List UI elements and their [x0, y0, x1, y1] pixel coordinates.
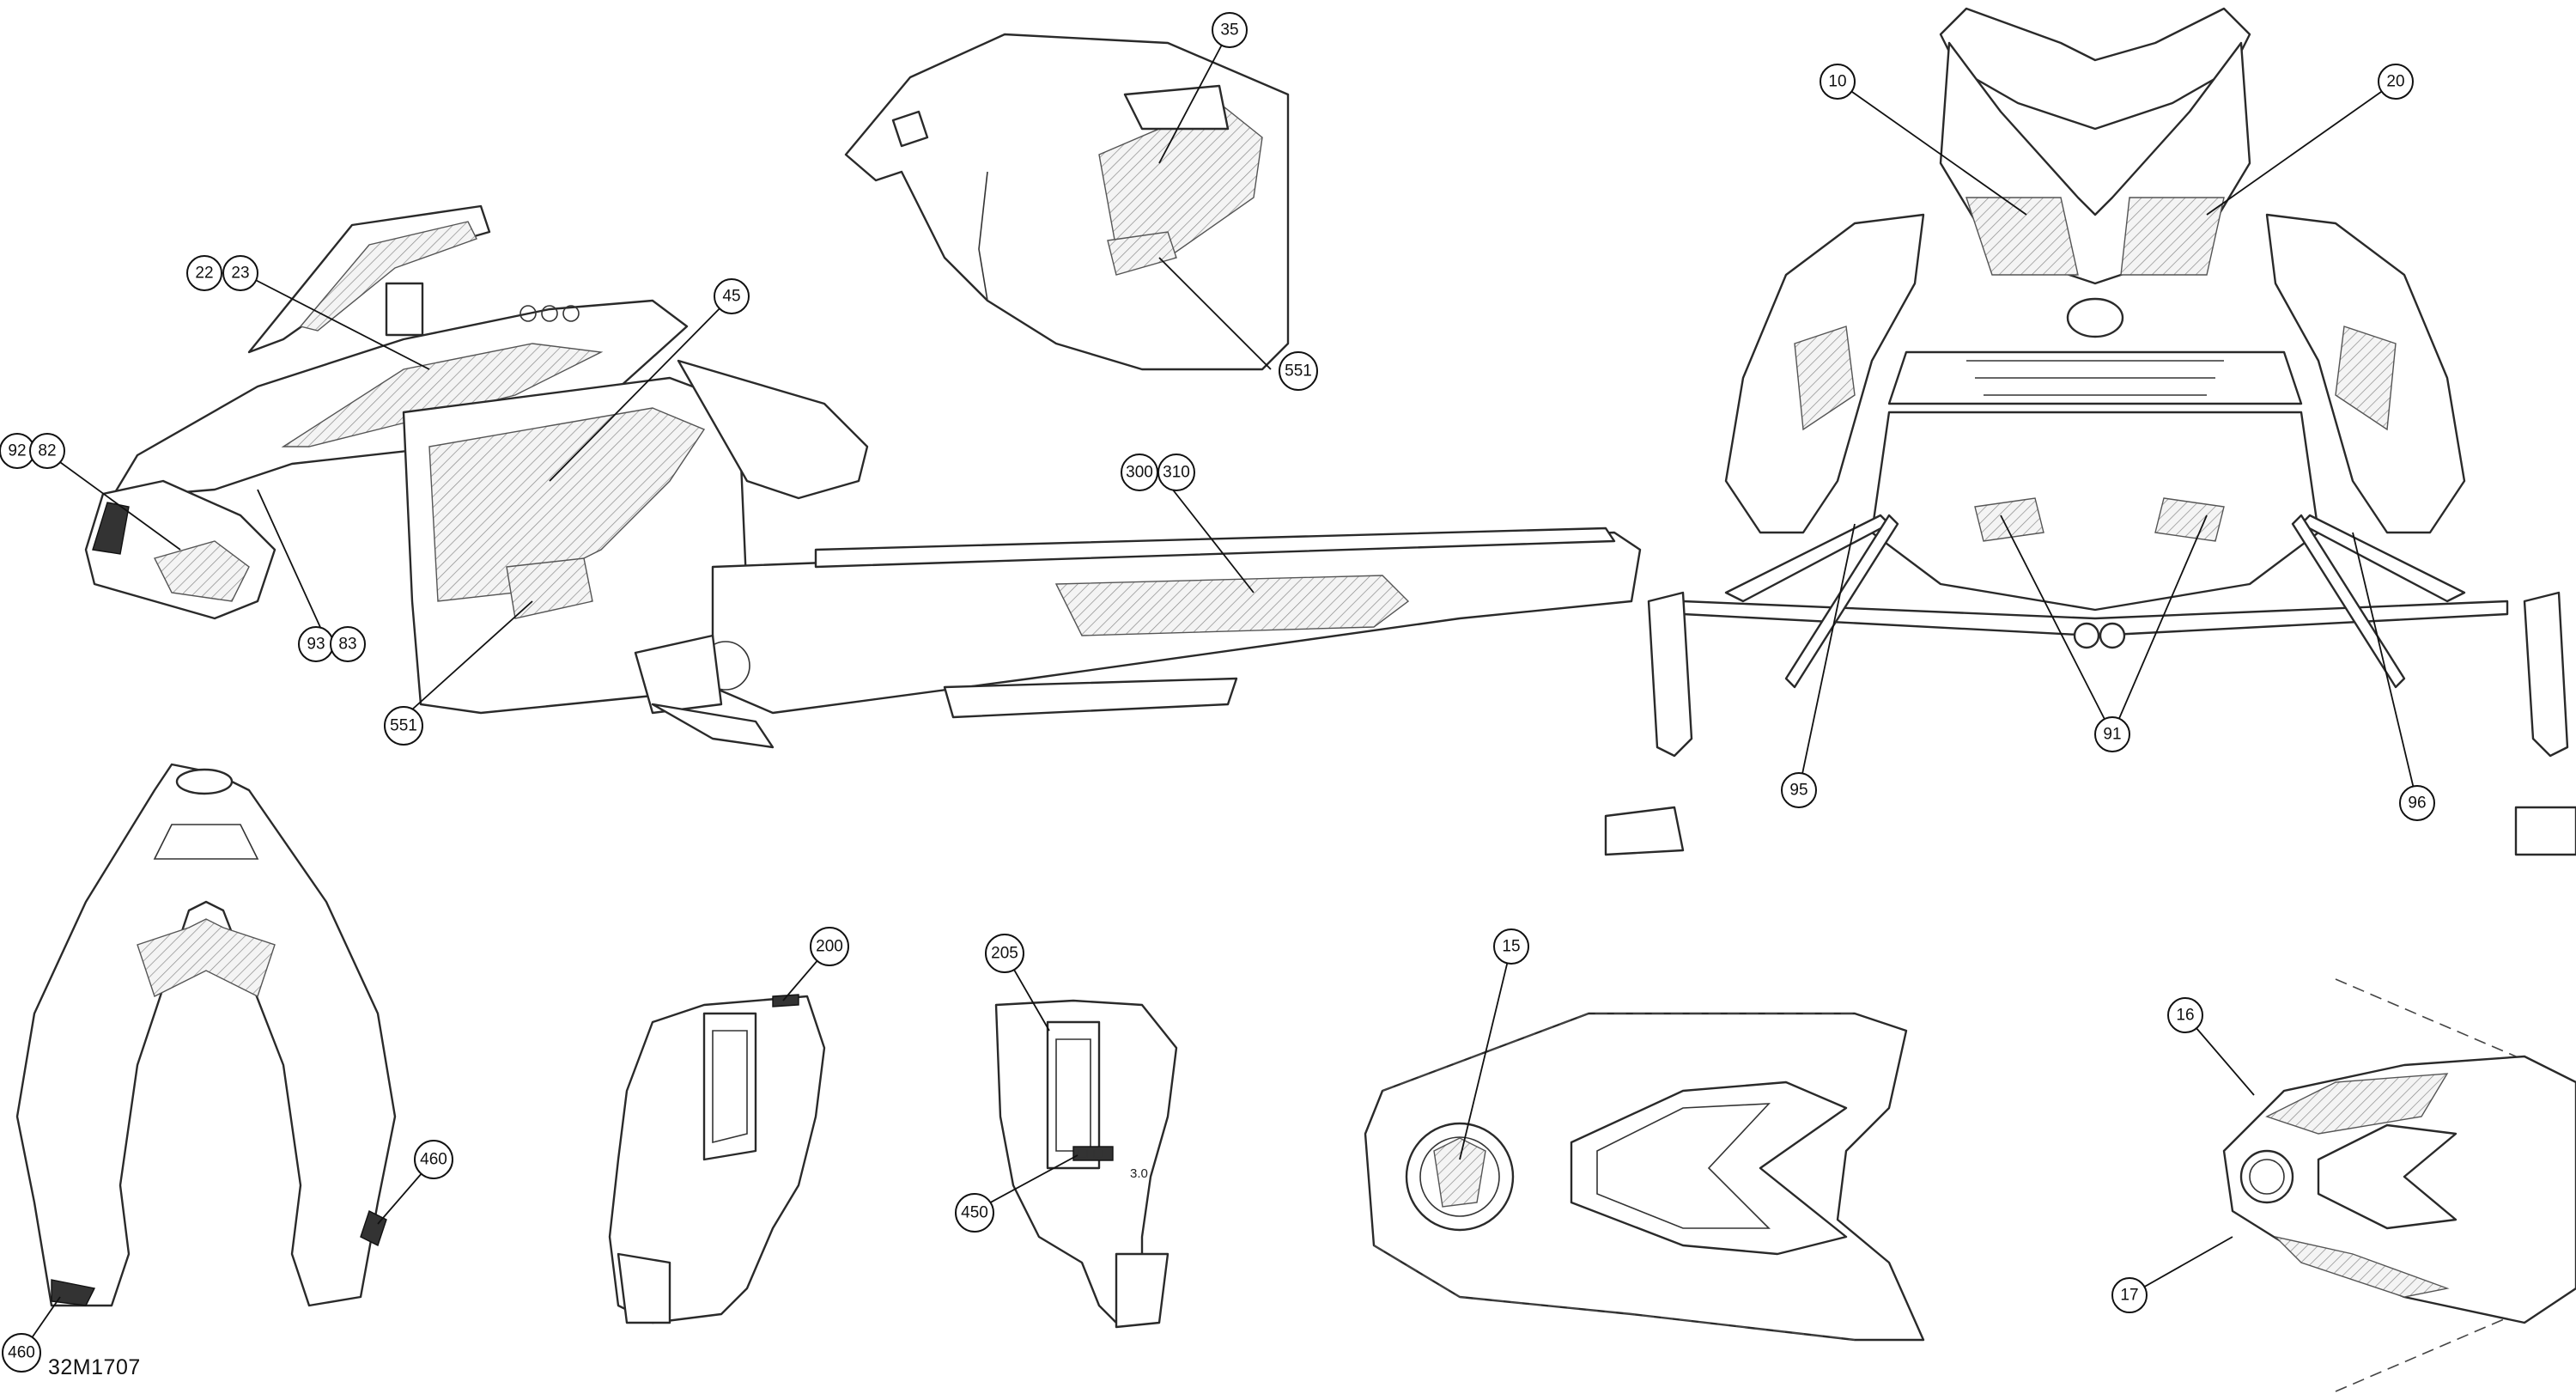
- callout-22[interactable]: 22: [186, 255, 222, 291]
- callout-label: 15: [1502, 938, 1520, 956]
- callout-200[interactable]: 200: [810, 927, 849, 966]
- callout-label: 10: [1828, 73, 1846, 91]
- callout-16[interactable]: 16: [2167, 997, 2203, 1033]
- callout-label: 20: [2386, 73, 2404, 91]
- callout-83[interactable]: 83: [330, 626, 366, 662]
- callout-450[interactable]: 450: [955, 1193, 994, 1233]
- callout-96[interactable]: 96: [2399, 785, 2435, 821]
- sled-side-view: [84, 204, 1642, 749]
- callout-551-panel-detail[interactable]: 551: [1279, 351, 1318, 391]
- console-top-view: [1364, 1012, 1925, 1342]
- callout-label: 17: [2120, 1287, 2138, 1305]
- callout-91[interactable]: 91: [2094, 716, 2130, 752]
- callout-label: 82: [38, 442, 56, 460]
- callout-label: 460: [420, 1151, 447, 1169]
- callout-label: 92: [8, 442, 26, 460]
- callout-label: 300: [1126, 464, 1153, 482]
- callout-23[interactable]: 23: [222, 255, 258, 291]
- callout-460-left[interactable]: 460: [2, 1333, 41, 1373]
- callout-label: 45: [722, 288, 740, 306]
- left-side-panel: [608, 994, 826, 1324]
- callout-label: 551: [390, 717, 417, 735]
- front-view: [1604, 7, 2576, 856]
- callout-205[interactable]: 205: [985, 934, 1024, 973]
- diagram-reference-code: 32M1707: [48, 1355, 141, 1379]
- callout-label: 205: [991, 945, 1018, 963]
- callout-300[interactable]: 300: [1121, 454, 1158, 491]
- callout-460-right[interactable]: 460: [414, 1140, 453, 1179]
- right-side-panel: [994, 999, 1178, 1329]
- callout-label: 91: [2103, 726, 2121, 744]
- callout-label: 96: [2408, 794, 2426, 813]
- callout-20[interactable]: 20: [2378, 64, 2414, 100]
- callout-label: 83: [338, 636, 356, 654]
- side-panel-detail-view: [844, 33, 1290, 371]
- callout-551-side-view[interactable]: 551: [384, 706, 423, 746]
- callout-15[interactable]: 15: [1493, 928, 1529, 965]
- callout-95[interactable]: 95: [1781, 772, 1817, 808]
- callout-310[interactable]: 310: [1157, 454, 1195, 491]
- hood-top-view: [15, 763, 397, 1307]
- callout-label: 310: [1163, 464, 1190, 482]
- callout-93[interactable]: 93: [298, 626, 334, 662]
- callout-35[interactable]: 35: [1212, 12, 1248, 48]
- callout-label: 460: [8, 1344, 35, 1362]
- callout-label: 200: [816, 938, 843, 956]
- callout-45[interactable]: 45: [714, 278, 750, 314]
- callout-label: 93: [307, 636, 325, 654]
- callout-label: 16: [2176, 1007, 2194, 1025]
- callout-label: 450: [961, 1204, 988, 1222]
- callout-label: 23: [231, 265, 249, 283]
- callout-label: 95: [1789, 782, 1807, 800]
- callout-label: 551: [1285, 362, 1312, 380]
- console-small-view: [2222, 978, 2576, 1392]
- dimension-label: 3.0: [1130, 1166, 1148, 1181]
- callout-label: 22: [195, 265, 213, 283]
- callout-10[interactable]: 10: [1820, 64, 1856, 100]
- callout-label: 35: [1220, 21, 1238, 40]
- callout-17[interactable]: 17: [2111, 1277, 2148, 1313]
- callout-82[interactable]: 82: [29, 433, 65, 469]
